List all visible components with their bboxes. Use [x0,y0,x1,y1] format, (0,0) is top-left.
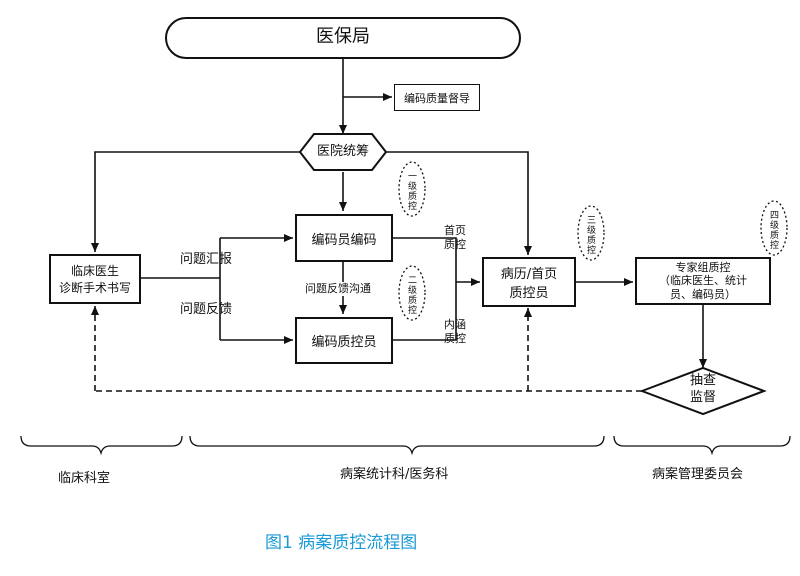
qc-coder-label: 编码质控员 [311,335,377,350]
edge-hospital-clinician [91,151,300,252]
level4-label: 四级质控 [768,210,778,250]
expert-qc-box: 专家组质控 （临床医生、统计 员、编码员） [635,257,771,305]
level2-oval [398,265,426,321]
figure-caption: 图1 病案质控流程图 [265,533,418,553]
level4-oval [760,200,788,256]
feedback-label: 问题反馈 [180,302,233,317]
spot-check-label-2: 监督 [689,389,716,405]
expert-qc-label-1: 专家组质控 [675,261,731,275]
spot-check-label-1: 抽查 [689,373,716,388]
communication-label: 问题反馈沟通 [305,282,371,296]
record-qc-label-2: 质控员 [509,286,549,301]
spotcheck-diamond [639,366,767,416]
edge-hospital-recordqc [386,151,532,255]
level3-label: 三级质控 [585,215,595,255]
content-qc-label-1: 内涵 [444,318,466,331]
coder-label: 编码员编码 [311,232,377,248]
clinician-box: 临床医生 诊断手术书写 [49,254,141,304]
level3-oval [577,205,605,261]
record-qc-label-1: 病历/首页 [500,267,558,282]
brace-committee [613,435,791,456]
supervision-box: 编码质量督导 [394,84,480,111]
dept-clinical: 临床科室 [58,471,111,486]
front-page-qc-label-2: 质控 [444,237,466,251]
dept-statistics: 病案统计科/医务科 [340,467,449,482]
hospital-label: 医院统筹 [316,144,369,159]
record-qc-box: 病历/首页 质控员 [482,257,576,307]
level1-oval [398,161,426,217]
expert-qc-label-3: 员、编码员） [670,287,736,301]
content-qc-label: 内涵 质控 [444,318,466,346]
expert-qc-label-2: （临床医生、统计 [659,274,747,288]
hospital-hexagon [298,133,388,171]
spot-check-label: 抽查 监督 [642,373,764,407]
clinician-label-1: 临床医生 [70,264,119,278]
front-page-qc-label-1: 首页 [444,224,466,237]
report-label: 问题汇报 [180,252,233,267]
coder-box: 编码员编码 [295,214,393,262]
front-page-qc-label: 首页 质控 [444,224,466,252]
bureau-terminal [165,17,521,59]
brace-statistics [189,435,605,456]
supervision-label: 编码质量督导 [404,91,470,105]
level1-label: 一级质控 [406,171,416,211]
dept-committee: 病案管理委员会 [652,467,744,482]
bureau-label: 医保局 [316,26,370,47]
edge-coders-recordqc-bus [393,237,457,341]
brace-clinical [20,435,183,456]
level2-label: 二级质控 [406,275,416,315]
qc-coder-box: 编码质控员 [295,317,393,364]
content-qc-label-2: 质控 [444,331,466,345]
clinician-label-2: 诊断手术书写 [58,281,131,295]
